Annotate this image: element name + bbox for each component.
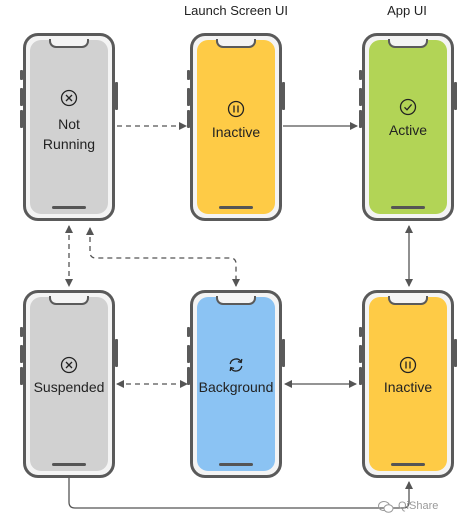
phone-not-running: Not Running: [20, 33, 118, 221]
phone-active: Active: [359, 33, 457, 221]
app-ui-header: App UI: [387, 3, 427, 18]
phone-inactive-launch: Inactive: [187, 33, 285, 221]
x-circle-icon: [60, 356, 78, 374]
screen-suspended: Suspended: [30, 296, 108, 471]
screen-inactive-app: Inactive: [369, 296, 447, 471]
phone-inactive-app: Inactive: [359, 290, 457, 478]
screen-inactive-launch: Inactive: [197, 39, 275, 214]
launch-screen-ui-header: Launch Screen UI: [183, 3, 289, 18]
arrow-suspended-to-inactive: [68, 478, 413, 509]
pause-circle-icon: [399, 356, 417, 374]
screen-active: Active: [369, 39, 447, 214]
arrow-not-running-to-background: [86, 227, 240, 287]
wechat-icon: [378, 501, 394, 513]
state-label-active: Active: [388, 122, 428, 138]
screen-not-running: Not Running: [30, 39, 108, 214]
x-circle-icon: [60, 89, 78, 107]
pause-circle-icon: [227, 100, 245, 118]
state-label-inactive-app: Inactive: [383, 379, 433, 395]
watermark-text: QiShare: [398, 500, 439, 512]
refresh-icon: [229, 358, 243, 372]
screen-background: Background: [197, 296, 275, 471]
state-label-suspended: Suspended: [33, 379, 105, 395]
phone-suspended: Suspended: [20, 290, 118, 478]
state-label-background: Background: [198, 379, 274, 395]
check-circle-icon: [399, 98, 417, 116]
state-label-not-running: Not Running: [42, 116, 96, 152]
phone-background: Background: [187, 290, 285, 478]
state-label-inactive-launch: Inactive: [211, 124, 261, 140]
